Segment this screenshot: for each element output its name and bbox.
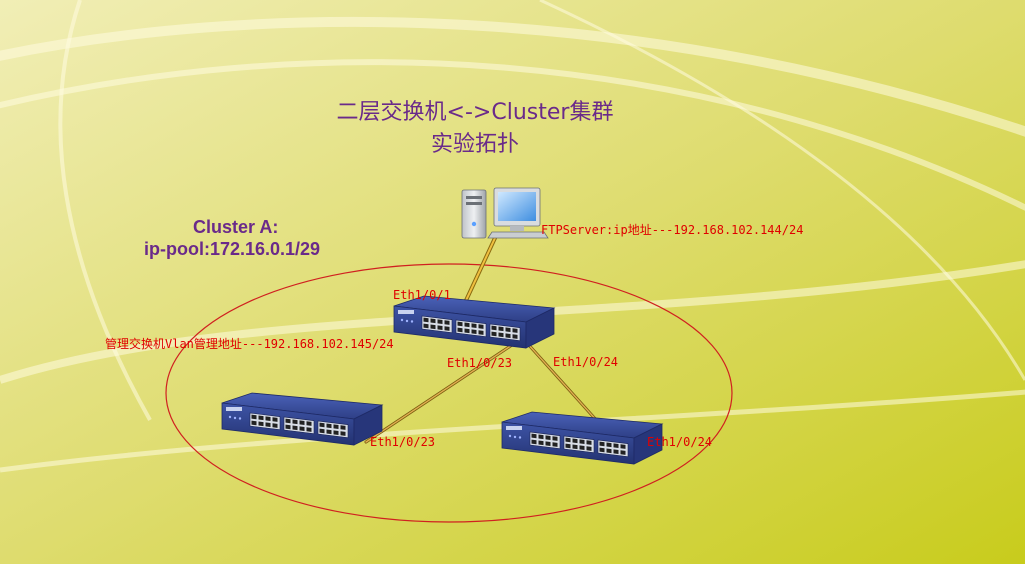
core-port-eth1-0-23: Eth1/0/23	[447, 356, 513, 370]
diagram-subtitle: 实验拓扑	[430, 132, 519, 157]
diagram-title: 二层交换机<->Cluster集群	[336, 100, 614, 125]
mgmt-switch-label: 管理交换机Vlan管理地址---192.168.102.145/24	[105, 337, 394, 351]
desktop-computer-icon	[461, 187, 549, 239]
right-switch-port-eth1-0-24: Eth1/0/24	[647, 435, 713, 449]
ftp-server-label: FTPServer:ip地址---192.168.102.144/24	[541, 223, 804, 237]
cluster-name: Cluster A:	[193, 217, 279, 237]
left-switch-port-eth1-0-23: Eth1/0/23	[370, 435, 436, 449]
cluster-ip-pool: ip-pool:172.16.0.1/29	[144, 239, 321, 259]
cluster-boundary	[165, 263, 733, 523]
core-port-eth1-0-24: Eth1/0/24	[553, 355, 619, 369]
core-port-eth1-0-1: Eth1/0/1	[393, 288, 451, 302]
